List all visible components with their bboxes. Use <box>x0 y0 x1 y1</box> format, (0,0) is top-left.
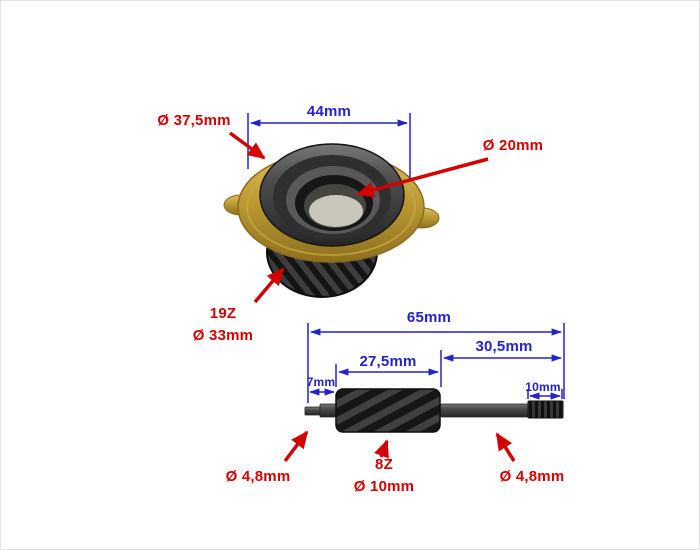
arrow-flange-diameter <box>228 131 266 160</box>
shaft-total-length-label: 65mm <box>406 309 452 326</box>
worm-gear-section <box>335 388 441 433</box>
shaft-left-collar <box>319 403 337 418</box>
shaft-left-tip <box>304 406 322 416</box>
dimension-lines <box>247 113 565 403</box>
left-tip-diameter-label: Ø 4,8mm <box>225 468 291 485</box>
gear-diameter-label: Ø 33mm <box>192 327 254 344</box>
arrow-worm-gear <box>374 439 389 459</box>
driven-gear-photo <box>223 143 440 298</box>
shaft-splined-tip <box>527 400 564 419</box>
right-shaft-diameter-label: Ø 4,8mm <box>499 468 565 485</box>
left-tip-length-label: 7mm <box>306 375 336 389</box>
worm-diameter-label: Ø 10mm <box>353 478 415 495</box>
bearing-ring <box>259 143 405 247</box>
right-section-length-label: 30,5mm <box>475 338 533 355</box>
arrow-bore-diameter <box>356 157 489 198</box>
gear-tooth-count-label: 19Z <box>209 305 237 322</box>
worm-tooth-count-label: 8Z <box>375 456 393 473</box>
arrow-gear-teeth <box>253 267 285 304</box>
shaft-right-section <box>439 403 531 418</box>
callout-arrows <box>228 131 516 463</box>
arrow-right-shaft <box>495 432 516 462</box>
spline-length-label: 10mm <box>525 380 561 394</box>
bore-diameter-label: Ø 20mm <box>482 137 544 154</box>
gear-width-label: 44mm <box>306 103 352 120</box>
worm-shaft-photo <box>304 388 564 433</box>
worm-length-label: 27,5mm <box>359 353 417 370</box>
flange-diameter-label: Ø 37,5mm <box>157 112 231 129</box>
arrow-left-shaft-tip <box>283 430 309 463</box>
